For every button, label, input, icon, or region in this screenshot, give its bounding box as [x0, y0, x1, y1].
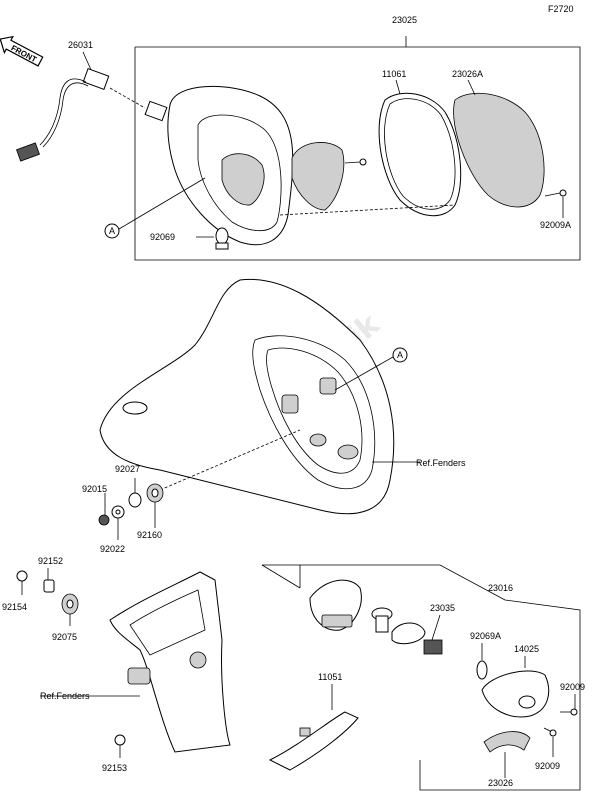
ref-a-top-label: A: [109, 226, 115, 236]
callout-92153: 92153: [102, 763, 127, 773]
callout-92015: 92015: [82, 484, 107, 494]
ref-a-mid-label: A: [397, 350, 403, 360]
callout-92152: 92152: [38, 556, 63, 566]
ref-marker-a-mid: [392, 347, 408, 363]
callout-11051: 11051: [318, 672, 342, 682]
callout-92027: 92027: [115, 464, 140, 474]
callout-ref-fenders-1: Ref.Fenders: [416, 458, 466, 468]
callout-92069A: 92069A: [470, 631, 501, 641]
bulb-92069: [196, 227, 229, 250]
callout-92160: 92160: [137, 530, 162, 540]
wire-harness: 26031: [16, 40, 168, 162]
callout-92154: 92154: [2, 602, 27, 612]
callout-23035: 23035: [430, 603, 455, 613]
callout-92075: 92075: [52, 632, 77, 642]
callout-92022: 92022: [100, 544, 125, 554]
callout-92009A: 92009A: [540, 220, 571, 230]
callout-92009-b: 92009: [535, 761, 560, 771]
reflector-piece: [291, 142, 345, 211]
lens-cover: [453, 92, 545, 208]
callout-11061: 11061: [382, 69, 406, 79]
callout-92069: 92069: [150, 232, 175, 242]
callout-ref-fenders-2: Ref.Fenders: [40, 691, 90, 701]
callout-23026A: 23026A: [452, 69, 483, 79]
callout-23025: 23025: [392, 15, 417, 25]
headlight-assembly-box: 23025 11061 23026A 92009A: [104, 15, 581, 261]
lens-gasket: [378, 92, 462, 217]
callout-26031: 26031: [68, 40, 93, 50]
callout-92009-a: 92009: [560, 682, 585, 692]
callout-23026: 23026: [488, 778, 513, 788]
front-arrow-badge: FRONT: [0, 35, 44, 67]
rear-fender: A Ref.Fenders: [99, 278, 466, 515]
callout-14025: 14025: [514, 644, 539, 654]
figure-code: F2720: [548, 4, 574, 14]
license-bracket-area: 92152 92154 92075 Ref.Fenders 92153 1105…: [2, 556, 359, 773]
fastener-stack: [98, 478, 164, 540]
callout-23016: 23016: [488, 583, 513, 593]
license-lamp-assembly-box: 23016 23035 92069A 14025 92009 92009 230…: [261, 564, 585, 791]
screw-92009A: [544, 189, 567, 218]
ref-marker-a-top: [104, 223, 120, 239]
